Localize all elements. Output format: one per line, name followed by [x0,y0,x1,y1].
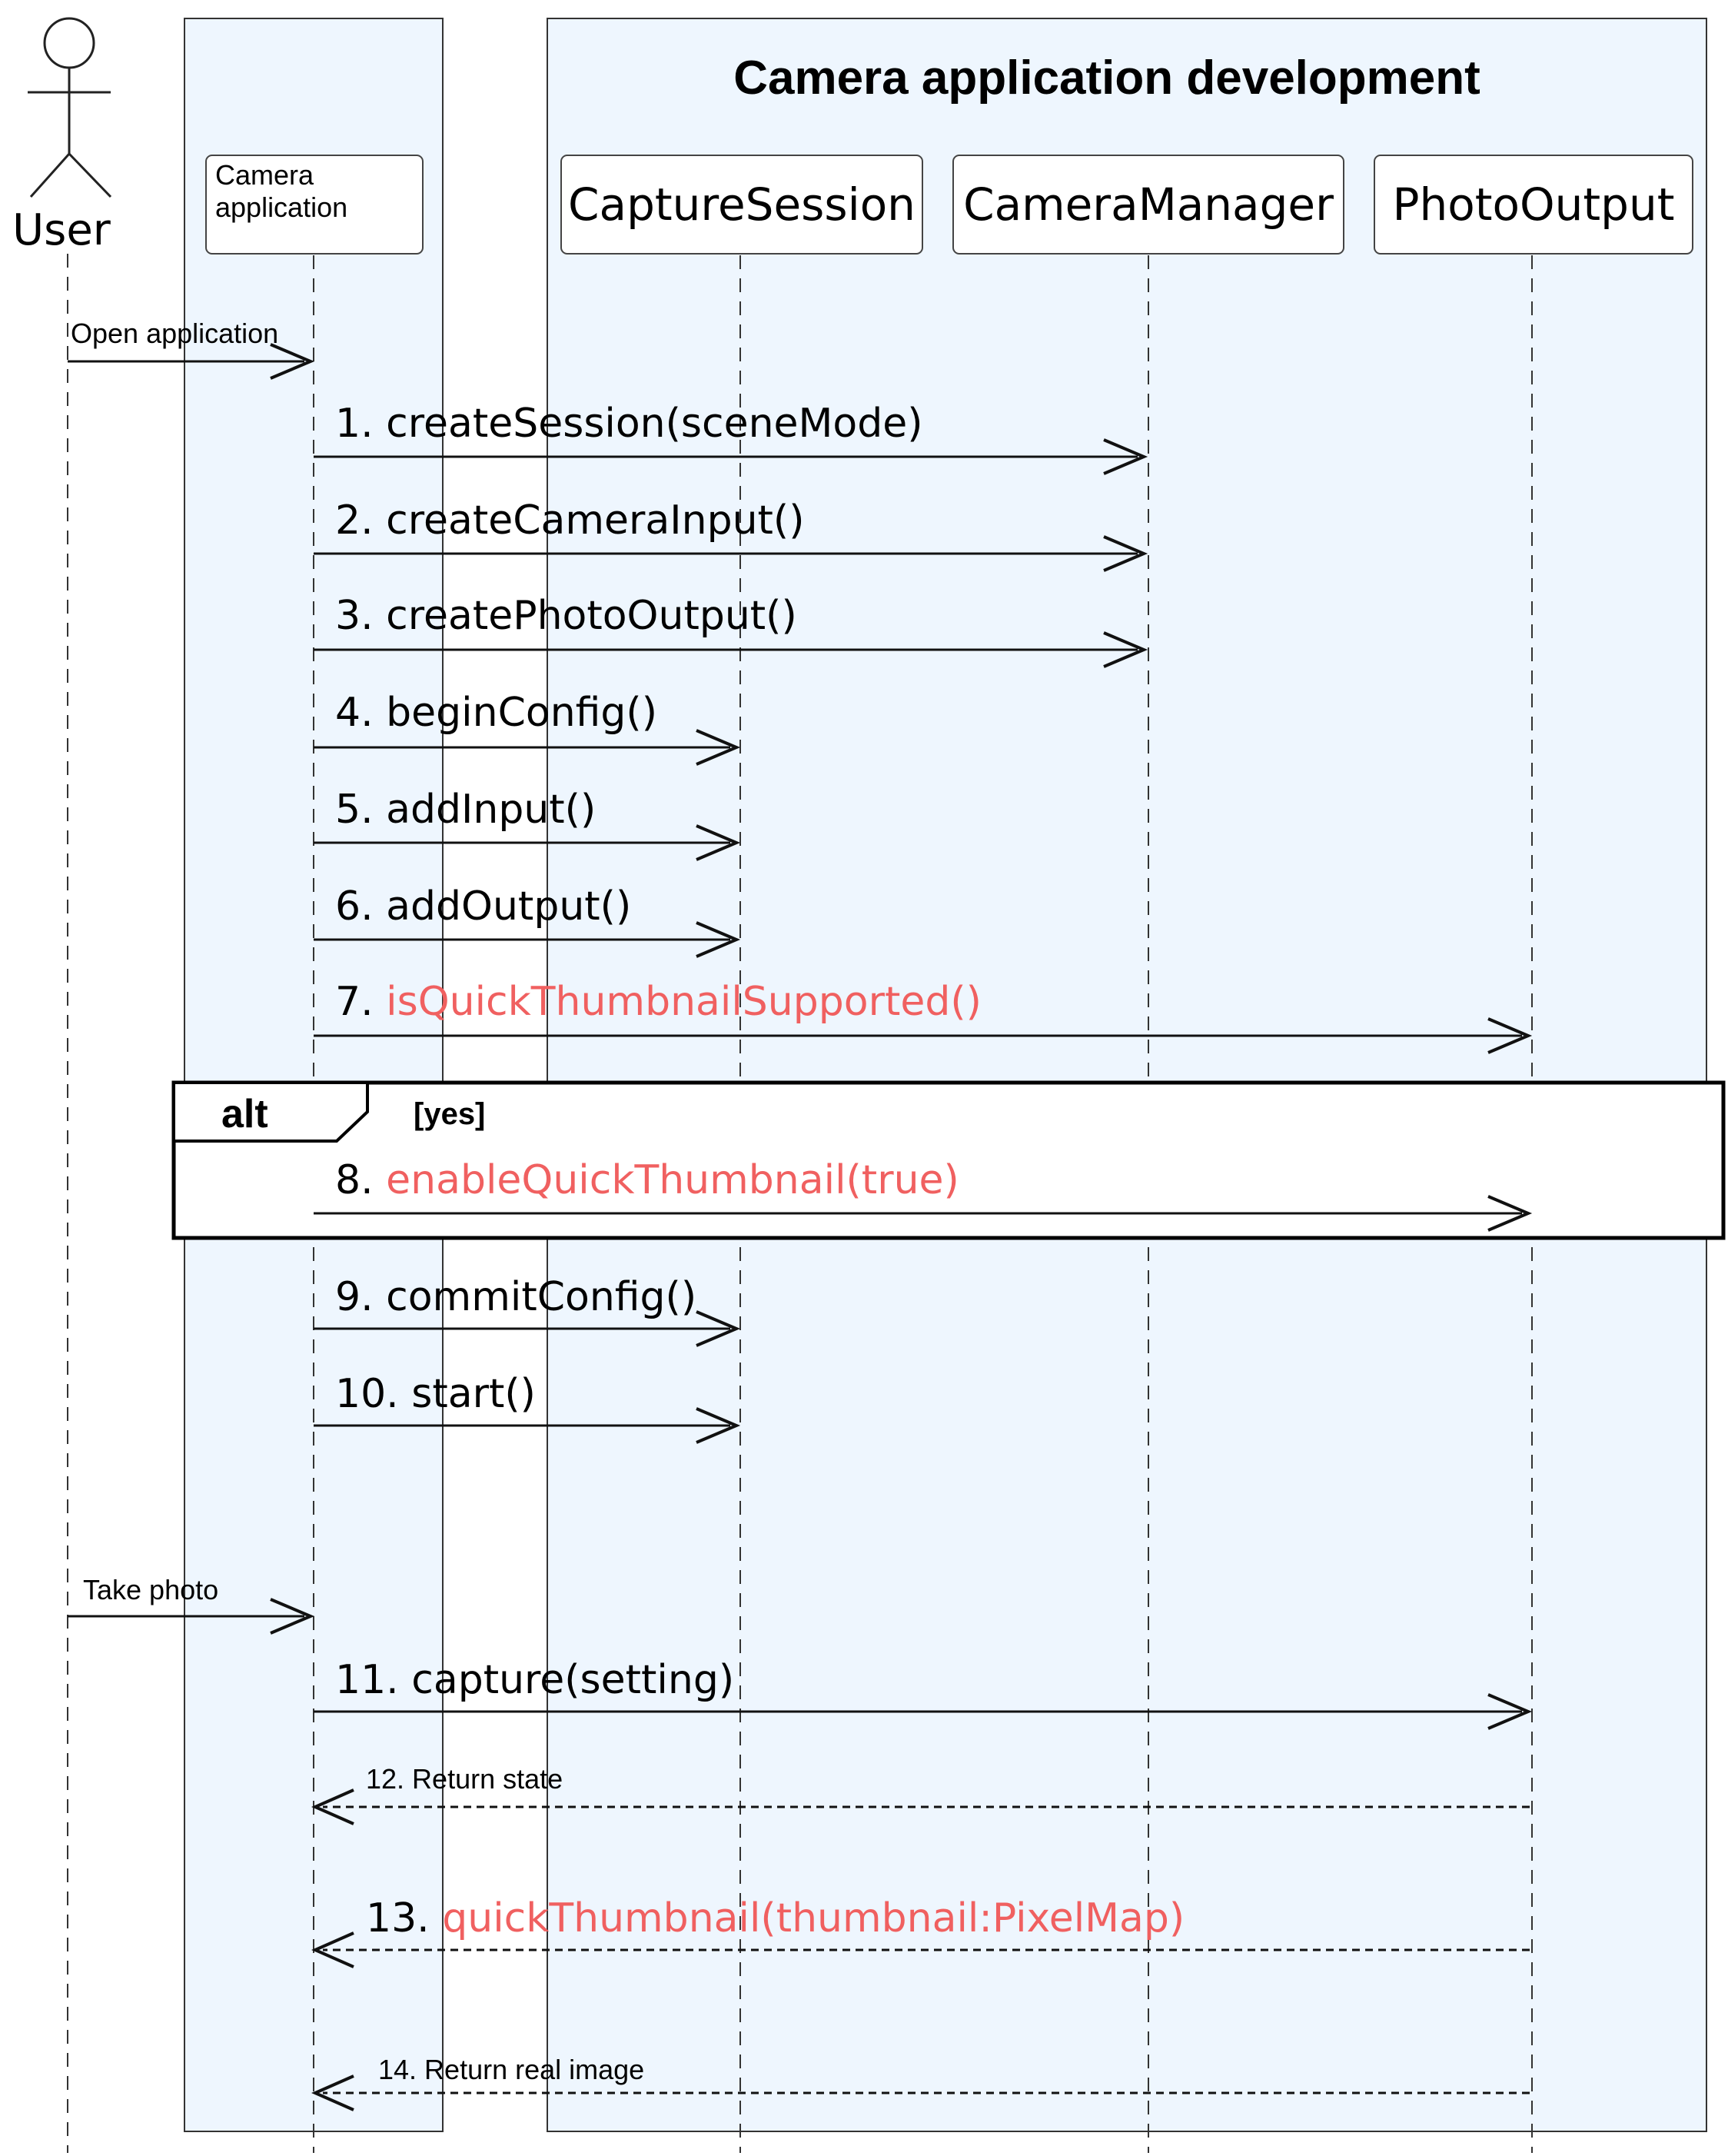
message-6: 6. addOutput() [314,883,741,958]
message-2: 2. createCameraInput() [314,497,1148,572]
message-number: 4. [335,690,386,736]
svg-text:3. createPhotoOutput(): 3. createPhotoOutput() [335,593,797,639]
arrowhead-icon [311,1788,354,1825]
arrowhead-icon [1487,1195,1533,1232]
svg-text:9. commitConfig(): 9. commitConfig() [335,1274,696,1320]
svg-text:2. createCameraInput(): 2. createCameraInput() [335,497,805,544]
message-13-return: 13. quickThumbnail(thumbnail:PixelMap) [311,1895,1530,1968]
message-label: createPhotoOutput() [386,593,797,639]
message-number: 8. [335,1157,386,1203]
alt-fragment: alt [yes] [171,1080,1726,1240]
participant-label-line2: application [215,191,347,223]
user-actor-label: User [12,205,111,255]
message-number: 5. [335,787,386,833]
arrowhead-icon [1103,631,1148,668]
message-label: capture(setting) [411,1657,734,1703]
message-number: 9. [335,1274,386,1320]
arrowhead-icon [696,729,741,766]
user-actor-icon [28,17,112,198]
arrowhead-icon [1487,1017,1533,1054]
message-label-highlighted: quickThumbnail(thumbnail:PixelMap) [442,1895,1185,1941]
participant-label: CaptureSession [568,178,916,231]
svg-text:10. start(): 10. start() [335,1371,536,1417]
svg-text:8. enableQuickThumbnail(true): 8. enableQuickThumbnail(true) [335,1157,959,1203]
message-number: 7. [335,979,386,1025]
group-title: Camera application development [733,52,1480,105]
svg-text:7. isQuickThumbnailSupported(): 7. isQuickThumbnailSupported() [335,979,982,1025]
message-label-highlighted: isQuickThumbnailSupported() [386,979,982,1025]
arrowhead-icon [1103,438,1148,475]
message-number: 6. [335,883,386,930]
participant-label: PhotoOutput [1393,178,1675,231]
message-label: 12. Return state [366,1763,563,1795]
message-take-photo: Take photo [68,1574,315,1635]
message-5: 5. addInput() [314,787,741,861]
message-label: createCameraInput() [386,497,804,544]
participant-label-line1: Camera [215,159,314,191]
participant-photo-output: PhotoOutput [1374,155,1693,255]
message-number: 13. [366,1895,442,1941]
message-label: addOutput() [386,883,631,930]
alt-guard: [yes] [414,1097,485,1131]
alt-keyword: alt [221,1092,268,1136]
participant-camera-application: Camera application [205,155,424,255]
message-8: 8. enableQuickThumbnail(true) [314,1157,1533,1232]
message-label: commitConfig() [386,1274,696,1320]
participant-camera-manager: CameraManager [952,155,1344,255]
message-label: Open application [71,318,278,349]
arrowhead-icon [696,1407,741,1444]
message-9: 9. commitConfig() [314,1274,741,1347]
message-number: 3. [335,593,386,639]
message-1: 1. createSession(sceneMode) [314,401,1148,475]
message-12-return: 12. Return state [311,1763,1530,1825]
message-14-return: 14. Return real image [311,2054,1530,2111]
message-number: 11. [335,1657,411,1703]
participant-label: CameraManager [963,178,1334,231]
message-label: beginConfig() [386,690,657,736]
message-number: 1. [335,401,386,447]
arrowhead-icon [270,1598,315,1635]
arrowhead-icon [1487,1693,1533,1730]
arrowhead-icon [1103,535,1148,572]
message-open-application: Open application [68,318,315,380]
svg-text:13. quickThumbnail(thumbnail:P: 13. quickThumbnail(thumbnail:PixelMap) [366,1895,1185,1941]
arrowhead-icon [696,824,741,861]
message-3: 3. createPhotoOutput() [314,593,1148,668]
arrowhead-icon [311,1931,354,1968]
arrowhead-icon [270,343,315,380]
message-label: start() [411,1371,536,1417]
message-10: 10. start() [314,1371,741,1444]
svg-text:5. addInput(): 5. addInput() [335,787,596,833]
arrowhead-icon [311,2074,354,2111]
message-11: 11. capture(setting) [314,1657,1533,1730]
message-number: 2. [335,497,386,544]
svg-text:6. addOutput(): 6. addOutput() [335,883,631,930]
message-number: 10. [335,1371,411,1417]
svg-text:11. capture(setting): 11. capture(setting) [335,1657,734,1703]
message-label-highlighted: enableQuickThumbnail(true) [386,1157,959,1203]
svg-text:1. createSession(sceneMode): 1. createSession(sceneMode) [335,401,923,447]
participant-capture-session: CaptureSession [560,155,923,255]
message-label: addInput() [386,787,596,833]
message-7: 7. isQuickThumbnailSupported() [314,979,1533,1054]
svg-text:4. beginConfig(): 4. beginConfig() [335,690,657,736]
message-label: Take photo [83,1574,218,1605]
message-4: 4. beginConfig() [314,690,741,766]
message-label: createSession(sceneMode) [386,401,922,447]
arrowhead-icon [696,1310,741,1347]
message-label: 14. Return real image [378,2054,644,2085]
arrowhead-icon [696,921,741,958]
